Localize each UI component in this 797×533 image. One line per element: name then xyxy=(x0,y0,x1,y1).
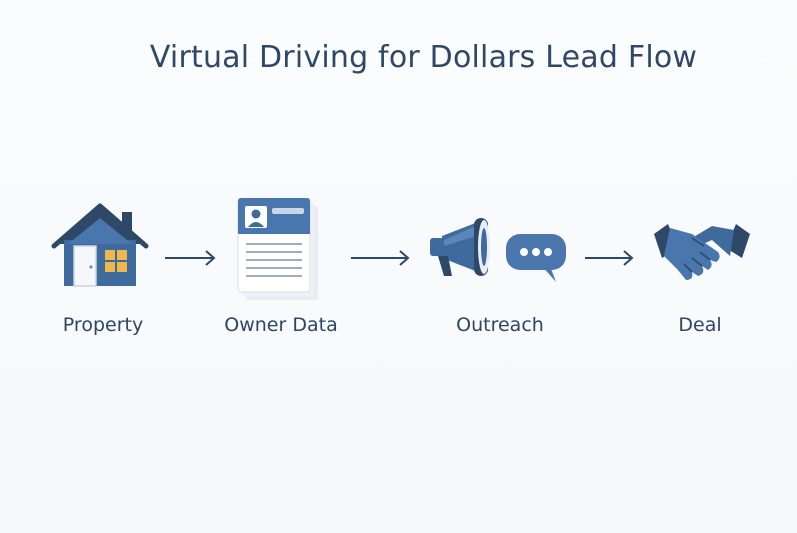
flow-arrow-1 xyxy=(165,250,216,266)
flow-arrow-2 xyxy=(351,250,410,266)
flow-arrow-3 xyxy=(585,250,634,266)
step-label-deal: Deal xyxy=(678,314,722,336)
handshake-icon xyxy=(654,224,750,280)
step-label-owner-data: Owner Data xyxy=(224,314,338,336)
step-label-outreach: Outreach xyxy=(456,314,544,336)
house-icon xyxy=(51,203,149,287)
megaphone-chat-icon xyxy=(430,218,566,282)
document-icon xyxy=(237,198,318,300)
step-label-property: Property xyxy=(62,314,144,336)
diagram-title: Virtual Driving for Dollars Lead Flow xyxy=(149,40,698,75)
